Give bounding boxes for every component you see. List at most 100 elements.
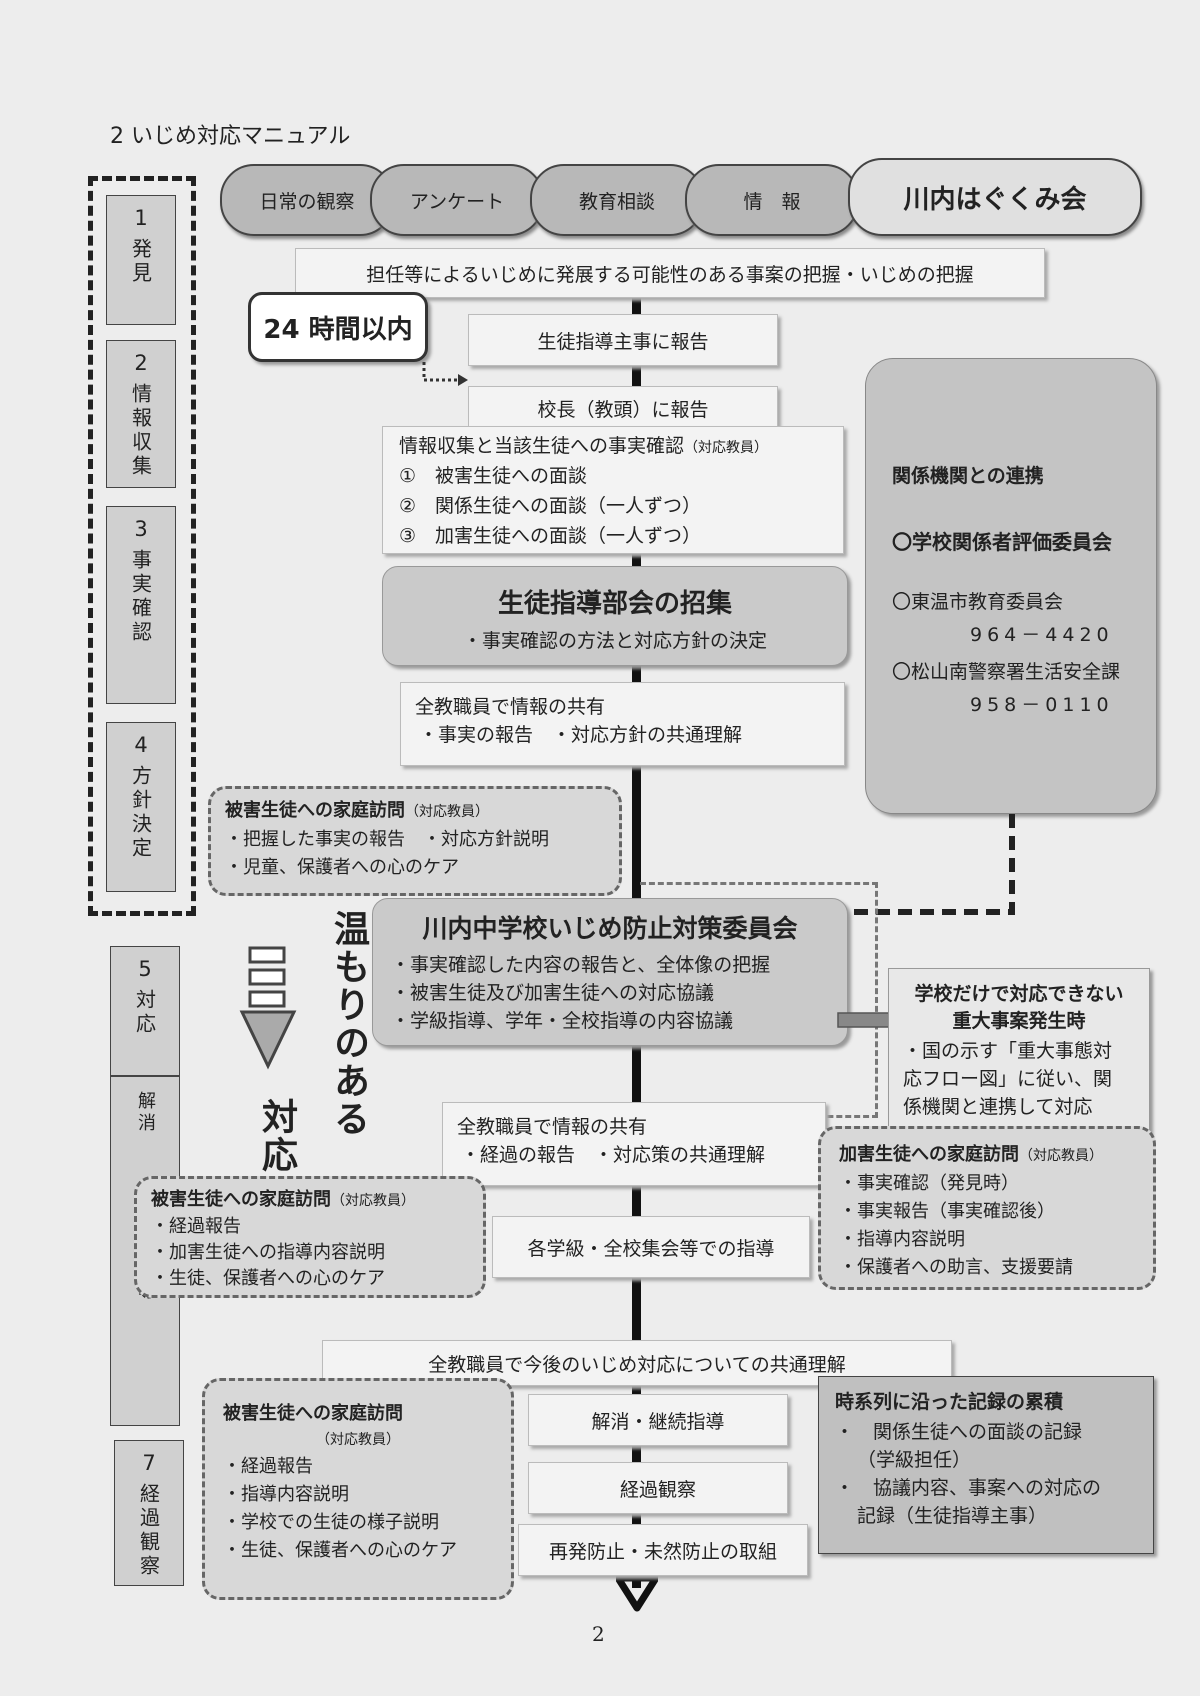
committee-item-2: ・被害生徒及び加害生徒への対応協議 (391, 982, 715, 1004)
stage-2-label: 情報収集 (128, 383, 153, 479)
external-council: 〇学校関係者評価委員会 (892, 530, 1112, 554)
stage-2: 2 情報収集 (106, 340, 176, 488)
external-org2: 〇松山南警察署生活安全課 (892, 661, 1121, 683)
down-arrow (239, 946, 297, 1070)
visit1-title: 被害生徒への家庭訪問 (225, 800, 405, 821)
share-box-2: 全教職員で情報の共有 ・経過の報告 ・対応策の共通理解 (442, 1102, 826, 1186)
info-collect-item-1: ① 被害生徒への面談 (399, 465, 588, 487)
stage-3-num: 3 (134, 517, 148, 541)
page-number: 2 (592, 1622, 605, 1646)
committee-item-3: ・学級指導、学年・全校指導の内容協議 (391, 1010, 734, 1032)
visit-offender-item-3: ・指導内容説明 (839, 1229, 965, 1250)
records-title: 時系列に沿った記録の累積 (835, 1391, 1064, 1413)
meeting-title: 生徒指導部会の招集 (497, 589, 732, 619)
visit-offender-box: 加害生徒への家庭訪問（対応教員） ・事実確認（発見時） ・事実報告（事実確認後）… (818, 1126, 1156, 1290)
visit3-item-3: ・学校での生徒の様子説明 (223, 1512, 439, 1533)
committee-box: 川内中学校いじめ防止対策委員会 ・事実確認した内容の報告と、全体像の把握 ・被害… (372, 898, 848, 1046)
stage-5-num: 5 (138, 957, 152, 981)
stage-5-label: 対応 (132, 989, 157, 1037)
visit3-item-2: ・指導内容説明 (223, 1484, 349, 1505)
visit1-title-small: （対応教員） (405, 804, 489, 820)
records-item-2: （学級担任） (857, 1449, 972, 1471)
external-tel2: 958－0110 (970, 694, 1114, 716)
serious-title-1: 学校だけで対応できない (914, 983, 1124, 1005)
stage-3: 3 事実確認 (106, 506, 176, 704)
stage-1: 1 発見 (106, 195, 176, 325)
visit-offender-title: 加害生徒への家庭訪問 (839, 1144, 1019, 1165)
info-collect-item-2: ② 関係生徒への面談（一人ずつ） (399, 495, 702, 517)
info-collect-item-3: ③ 加害生徒への面談（一人ずつ） (399, 525, 702, 547)
info-collect-box: 情報収集と当該生徒への事実確認（対応教員） ① 被害生徒への面談 ② 関係生徒へ… (382, 426, 844, 554)
page-title: 2 いじめ対応マニュアル (110, 124, 351, 149)
visit-offender-item-4: ・保護者への助言、支援要請 (839, 1257, 1073, 1278)
records-box: 時系列に沿った記録の累積 ・ 関係生徒への面談の記録 （学級担任） ・ 協議内容… (818, 1376, 1154, 1554)
visit3-item-4: ・生徒、保護者への心のケア (223, 1540, 457, 1561)
serious-body-2: 応フロー図」に従い、関 (903, 1068, 1113, 1090)
stage-7-label: 経過観察 (136, 1483, 161, 1579)
resolve-box: 解消・継続指導 (528, 1394, 788, 1446)
stage-frame (88, 176, 196, 916)
visit-box-2: 被害生徒への家庭訪問（対応教員） ・経過報告 ・加害生徒への指導内容説明 ・生徒… (134, 1176, 486, 1298)
serious-body-1: ・国の示す「重大事態対 (903, 1040, 1113, 1062)
visit1-item-1: ・把握した事実の報告 ・対応方針説明 (225, 829, 549, 850)
report-guidance-director: 生徒指導主事に報告 (468, 314, 778, 366)
records-item-3: ・ 協議内容、事案への対応の (835, 1477, 1102, 1499)
class-guidance-box: 各学級・全校集会等での指導 (492, 1216, 810, 1278)
visit3-title: 被害生徒への家庭訪問 (223, 1403, 403, 1424)
visit-box-1: 被害生徒への家庭訪問（対応教員） ・把握した事実の報告 ・対応方針説明 ・児童、… (208, 786, 622, 896)
external-org1: 〇東温市教育委員会 (892, 591, 1064, 613)
stage-4-num: 4 (134, 733, 148, 757)
serious-box: 学校だけで対応できない 重大事案発生時 ・国の示す「重大事態対 応フロー図」に従… (888, 968, 1150, 1138)
stage-7: 7 経過観察 (114, 1440, 184, 1586)
prevent-box: 再発防止・未然防止の取組 (518, 1524, 808, 1576)
meeting-box: 生徒指導部会の招集 ・事実確認の方法と対応方針の決定 (382, 566, 848, 666)
committee-item-1: ・事実確認した内容の報告と、全体像の把握 (391, 954, 771, 976)
share1-title: 全教職員で情報の共有 (415, 696, 606, 718)
meeting-sub: ・事実確認の方法と対応方針の決定 (462, 630, 767, 652)
visit2-item-1: ・経過報告 (151, 1216, 241, 1237)
stage-1-label: 発見 (128, 238, 153, 286)
stage-2-num: 2 (134, 351, 148, 375)
stage-6-label: 解消 (135, 1091, 156, 1135)
external-heading: 関係機関との連携 (892, 465, 1044, 487)
stage-5: 5 対応 (110, 946, 180, 1076)
visit-offender-item-1: ・事実確認（発見時） (839, 1173, 1019, 1194)
serious-body-3: 係機関と連携して対応 (903, 1096, 1093, 1118)
external-box: 関係機関との連携 〇学校関係者評価委員会 〇東温市教育委員会 964－4420 … (865, 358, 1157, 814)
grasp-box: 担任等によるいじめに発展する可能性のある事案の把握・いじめの把握 (295, 248, 1045, 298)
visit3-title-small: （対応教員） (316, 1432, 400, 1448)
stage-4-label: 方針決定 (128, 765, 153, 861)
share2-title: 全教職員で情報の共有 (457, 1116, 648, 1138)
share1-sub: ・事実の報告 ・対応方針の共通理解 (419, 724, 743, 746)
visit2-title: 被害生徒への家庭訪問 (151, 1189, 331, 1210)
visit2-item-2: ・加害生徒への指導内容説明 (151, 1242, 385, 1263)
external-connector (802, 814, 1015, 915)
share-box-1: 全教職員で情報の共有 ・事実の報告 ・対応方針の共通理解 (400, 682, 845, 766)
info-collect-title: 情報収集と当該生徒への事実確認 (399, 435, 685, 457)
records-item-1: ・ 関係生徒への面談の記録 (835, 1421, 1083, 1443)
serious-title-2: 重大事案発生時 (952, 1010, 1086, 1032)
flow-arrow-head (616, 1576, 658, 1612)
visit-offender-title-small: （対応教員） (1019, 1148, 1103, 1164)
external-tel1: 964－4420 (970, 624, 1114, 646)
visit-offender-item-2: ・事実報告（事実確認後） (839, 1201, 1055, 1222)
source-hagukumi: 川内はぐくみ会 (848, 158, 1142, 236)
observe-box: 経過観察 (528, 1462, 788, 1514)
source-observation: 日常の観察 (220, 164, 394, 236)
visit2-title-small: （対応教員） (331, 1193, 415, 1209)
source-counseling: 教育相談 (530, 164, 704, 236)
share2-sub: ・経過の報告 ・対応策の共通理解 (461, 1144, 766, 1166)
info-collect-title-small: （対応教員） (684, 440, 769, 456)
visit1-item-2: ・児童、保護者への心のケア (225, 857, 459, 878)
stage-1-num: 1 (134, 206, 148, 230)
visit-box-3: 被害生徒への家庭訪問 （対応教員） ・経過報告 ・指導内容説明 ・学校での生徒の… (202, 1378, 514, 1600)
within-24-hours: 24 時間以内 (248, 292, 428, 362)
dotted-arrow (422, 362, 468, 386)
committee-title: 川内中学校いじめ防止対策委員会 (422, 914, 798, 943)
stage-3-label: 事実確認 (128, 549, 153, 645)
report-principal: 校長（教頭）に報告 (468, 386, 778, 430)
visit3-item-1: ・経過報告 (223, 1456, 313, 1477)
taiou-text: 対応 (256, 1098, 297, 1174)
records-item-4: 記録（生徒指導主事） (857, 1505, 1048, 1527)
warm-text: 温もりのある (328, 910, 369, 1138)
